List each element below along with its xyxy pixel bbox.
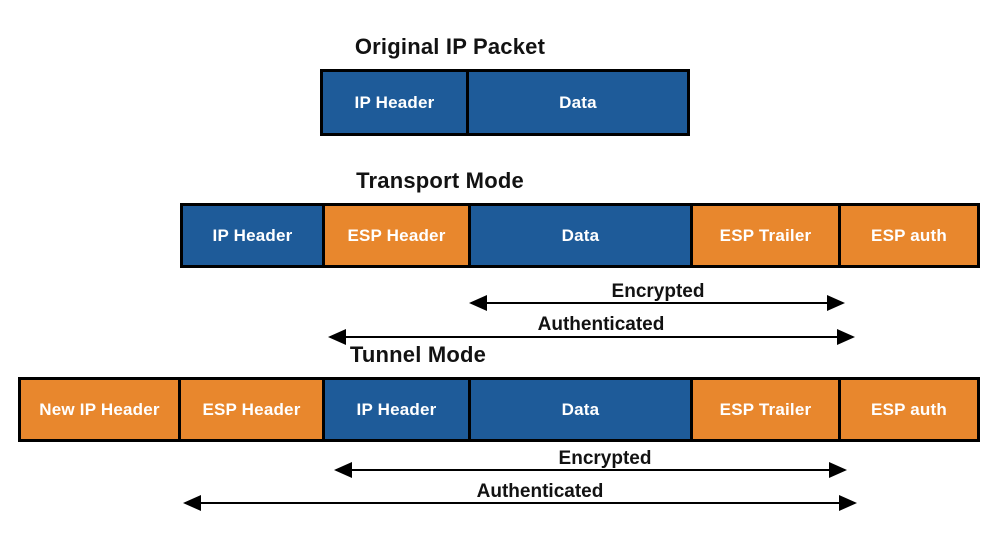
packet-segment: ESP Header [322,206,468,265]
tunnel-authenticated-label: Authenticated [476,481,604,502]
packet-segment: IP Header [183,206,322,265]
original-packet-row: IP Header Data [320,69,690,136]
packet-segment: ESP auth [838,206,977,265]
packet-segment: Data [468,380,690,439]
segment-label: New IP Header [39,399,160,419]
transport-authenticated-label: Authenticated [537,314,665,335]
segment-label: ESP Trailer [719,225,812,245]
original-packet-title: Original IP Packet [354,34,546,59]
packet-segment: IP Header [322,380,468,439]
transport-mode-row: IP Header ESP Header Data ESP Trailer ES… [180,203,980,268]
segment-label: Data [559,92,597,112]
transport-encrypted-label: Encrypted [611,281,705,302]
segment-label: ESP Header [347,225,446,245]
segment-label: Data [561,225,600,245]
packet-segment: Data [466,72,687,133]
packet-segment: IP Header [323,72,466,133]
segment-label: Data [561,399,600,419]
packet-segment: ESP auth [838,380,977,439]
tunnel-encrypted-label: Encrypted [558,448,652,469]
segment-label: IP Header [354,92,435,112]
segment-label: ESP Header [202,399,301,419]
segment-label: ESP auth [871,399,947,419]
tunnel-mode-row: New IP Header ESP Header IP Header Data … [18,377,980,442]
segment-label: IP Header [212,225,293,245]
packet-segment: ESP Trailer [690,206,838,265]
segment-label: IP Header [356,399,437,419]
tunnel-mode-title: Tunnel Mode [349,342,487,367]
packet-segment: New IP Header [21,380,178,439]
packet-segment: ESP Trailer [690,380,838,439]
packet-segment: Data [468,206,690,265]
packet-segment: ESP Header [178,380,322,439]
segment-label: ESP Trailer [719,399,812,419]
transport-mode-title: Transport Mode [356,168,524,193]
segment-label: ESP auth [871,225,947,245]
